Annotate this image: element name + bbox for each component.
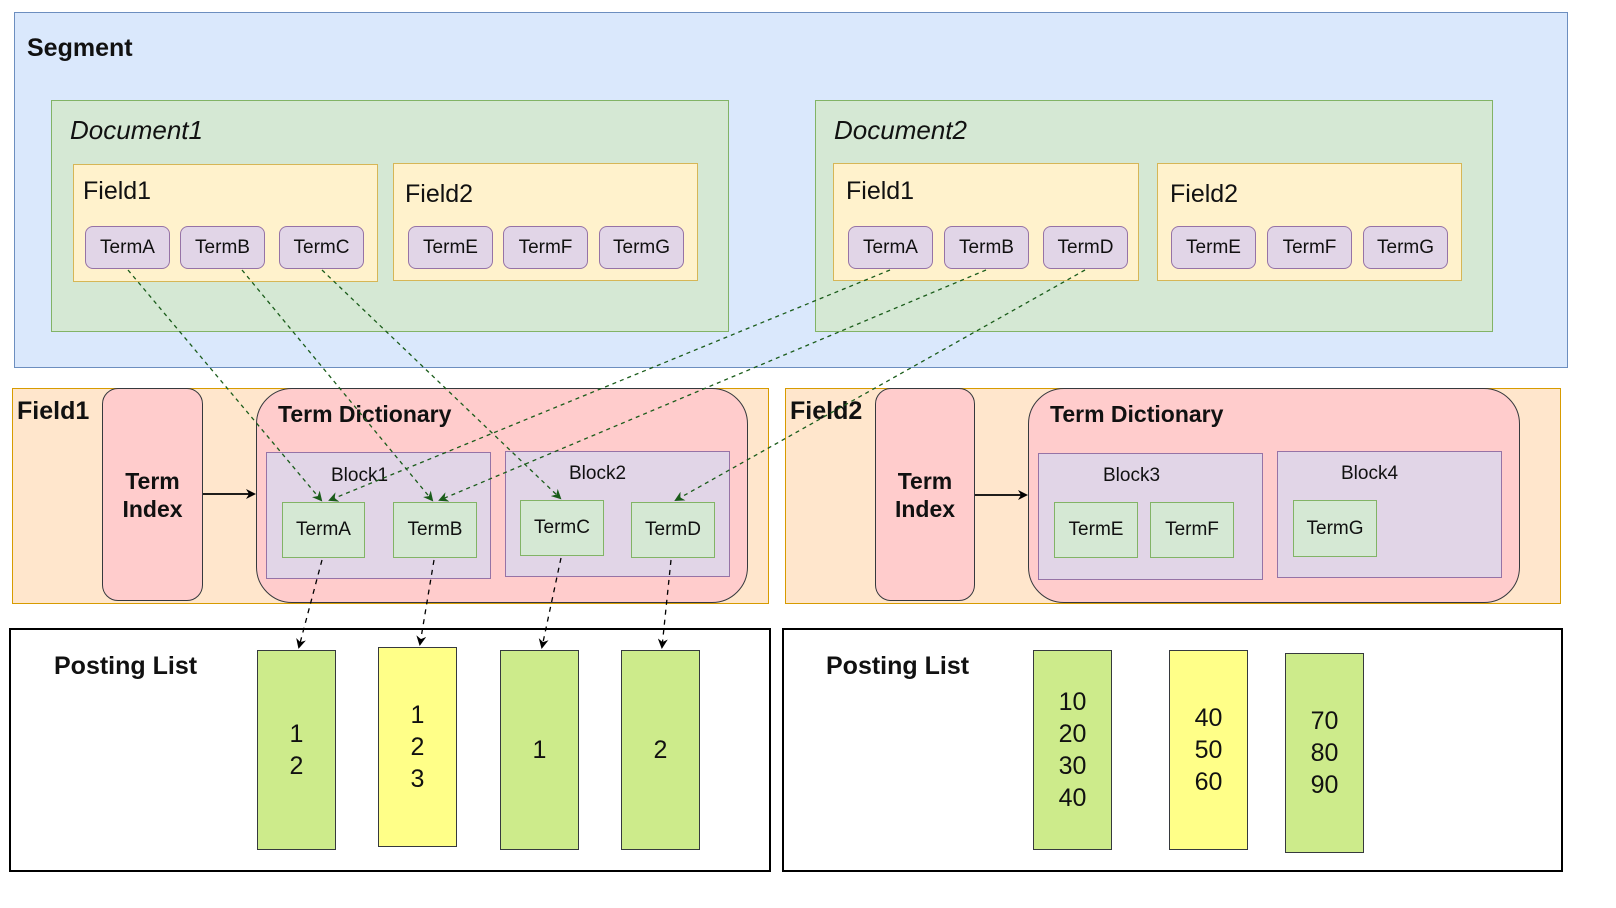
doc1-field1-term-a[interactable]: TermA [85,226,170,269]
doc2-field2-term-e[interactable]: TermE [1171,226,1256,269]
doc1-field1-term-c[interactable]: TermC [279,226,364,269]
block1-term-a[interactable]: TermA [282,502,365,558]
block2-term-d[interactable]: TermD [631,502,715,558]
doc2-field2-term-f[interactable]: TermF [1267,226,1352,269]
field2-posting-list-title: Posting List [826,652,970,680]
posting-column-term-a[interactable]: 1 2 [257,650,336,850]
posting-column-term-g[interactable]: 70 80 90 [1285,653,1364,853]
document2-title: Document2 [834,115,967,145]
posting-value: 3 [410,765,425,793]
posting-value: 1 [289,720,304,748]
field2-section-title: Field2 [790,397,863,425]
posting-value: 30 [1058,752,1087,780]
posting-value: 10 [1058,688,1087,716]
posting-value: 60 [1194,768,1223,796]
posting-column-term-c[interactable]: 1 [500,650,579,850]
term-index-line1: Term [897,467,953,494]
block3-term-f[interactable]: TermF [1150,502,1234,558]
block2-title: Block2 [569,463,627,484]
posting-value: 80 [1310,739,1339,767]
block4-term-g[interactable]: TermG [1293,500,1377,557]
doc2-field1-term-b[interactable]: TermB [944,226,1029,269]
posting-value: 2 [653,736,668,764]
posting-value: 50 [1194,736,1223,764]
term-index-line1: Term [125,467,180,494]
block3-term-e[interactable]: TermE [1054,502,1138,558]
posting-value: 20 [1058,720,1087,748]
document1-field1-title: Field1 [83,177,152,205]
doc2-field1-term-d[interactable]: TermD [1043,226,1128,269]
block4-title: Block4 [1341,463,1399,484]
block1-term-b[interactable]: TermB [393,502,477,558]
posting-value: 70 [1310,707,1339,735]
posting-value: 1 [532,736,547,764]
block3-title: Block3 [1103,465,1161,486]
doc1-field2-term-e[interactable]: TermE [408,226,493,269]
doc1-field2-term-g[interactable]: TermG [599,226,684,269]
posting-column-term-b[interactable]: 1 2 3 [378,647,457,847]
doc1-field2-term-f[interactable]: TermF [503,226,588,269]
segment-title: Segment [27,34,133,62]
doc1-field1-term-b[interactable]: TermB [180,226,265,269]
field1-section-title: Field1 [17,397,90,425]
posting-value: 90 [1310,771,1339,799]
field1-term-dictionary-title: Term Dictionary [278,401,452,427]
document2-field2-title: Field2 [1170,180,1239,208]
posting-value: 2 [289,752,304,780]
document1-title: Document1 [70,115,203,145]
term-index-line2: Index [894,495,956,522]
posting-value: 40 [1194,704,1223,732]
block2-term-c[interactable]: TermC [520,500,604,556]
posting-column-term-f[interactable]: 40 50 60 [1169,650,1248,850]
posting-column-term-d[interactable]: 2 [621,650,700,850]
posting-column-term-e[interactable]: 10 20 30 40 [1033,650,1112,850]
posting-value: 2 [410,733,425,761]
field2-term-dictionary-title: Term Dictionary [1050,401,1224,427]
document1-field2-title: Field2 [405,180,474,208]
term-index-line2: Index [122,495,183,522]
doc2-field1-term-a[interactable]: TermA [848,226,933,269]
block1-title: Block1 [331,465,389,486]
field1-posting-list-title: Posting List [54,652,198,680]
doc2-field2-term-g[interactable]: TermG [1363,226,1448,269]
posting-value: 40 [1058,784,1087,812]
document2-field1-title: Field1 [846,177,915,205]
posting-value: 1 [410,701,425,729]
